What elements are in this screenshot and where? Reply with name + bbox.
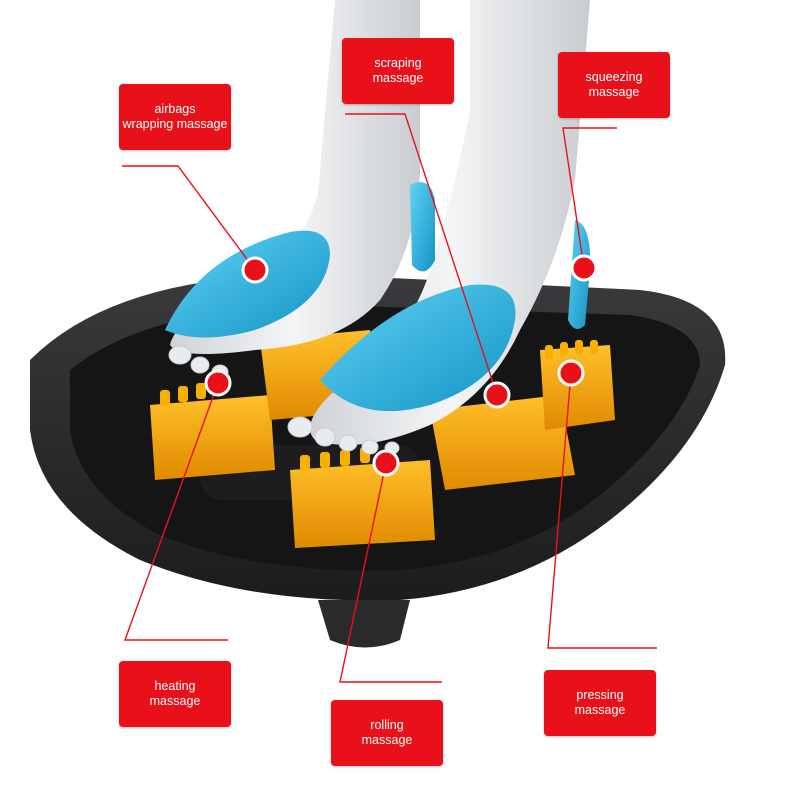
leader-line-squeezing — [562, 127, 617, 269]
marker-rolling — [372, 449, 400, 477]
marker-scraping — [483, 381, 511, 409]
label-pressing-massage: pressing massage — [544, 670, 656, 736]
leader-line-pressing — [547, 372, 657, 649]
label-heating-massage: heating massage — [119, 661, 231, 727]
leader-line-heating — [124, 382, 228, 641]
leader-line-rolling — [339, 462, 442, 683]
label-rolling-massage: rolling massage — [331, 700, 443, 766]
marker-airbags — [241, 256, 269, 284]
marker-pressing — [557, 359, 585, 387]
label-scraping-massage: scraping massage — [342, 38, 454, 104]
label-airbags-wrapping-massage: airbags wrapping massage — [119, 84, 231, 150]
leader-line-scraping — [345, 113, 498, 396]
leader-lines — [122, 113, 657, 683]
marker-heating — [204, 369, 232, 397]
callout-markers — [204, 254, 598, 477]
marker-squeezing — [570, 254, 598, 282]
leader-line-airbags — [122, 165, 256, 271]
label-squeezing-massage: squeezing massage — [558, 52, 670, 118]
